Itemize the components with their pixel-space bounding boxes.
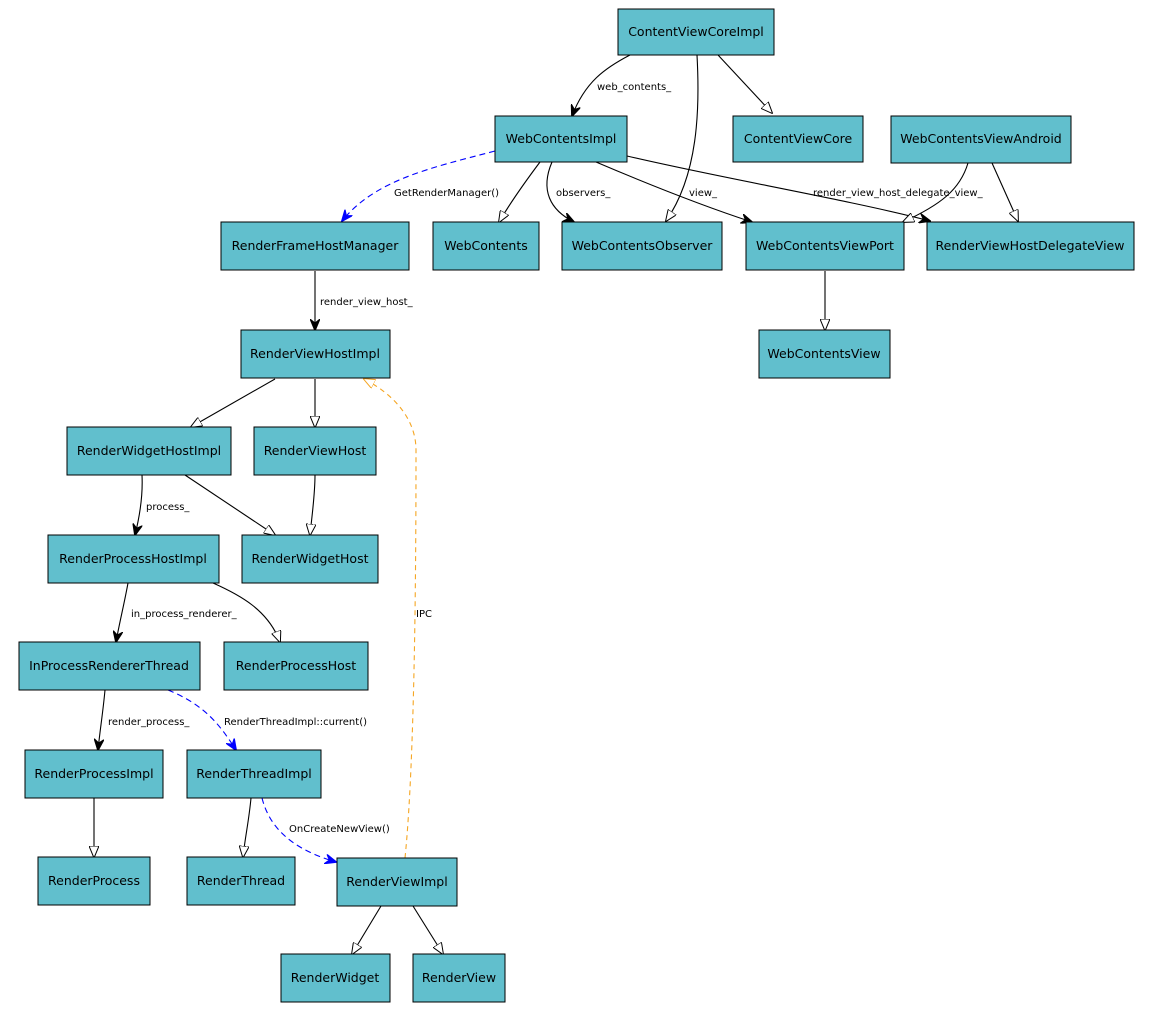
node-render-view: RenderView (412, 953, 506, 1003)
node-web-contents-observer: WebContentsObserver (561, 221, 723, 271)
svg-text:ContentViewCore: ContentViewCore (744, 131, 853, 146)
node-web-contents: WebContents (432, 221, 540, 271)
edge-rvh-rwh (310, 474, 315, 535)
edge-view (595, 161, 752, 222)
edge-label-process: process_ (146, 502, 190, 513)
svg-text:RenderViewHostDelegateView: RenderViewHostDelegateView (936, 238, 1125, 253)
edge-render-thread-current (167, 689, 236, 750)
edge-in-process-renderer (116, 582, 129, 642)
svg-text:RenderFrameHostManager: RenderFrameHostManager (232, 238, 400, 253)
node-render-frame-host-manager: RenderFrameHostManager (220, 221, 410, 271)
edge-rvh-delegate-view (626, 155, 930, 221)
edge-label-view: view_ (689, 188, 718, 199)
node-in-process-renderer-thread: InProcessRendererThread (18, 641, 201, 691)
edge-process (135, 474, 143, 535)
node-render-widget: RenderWidget (280, 953, 391, 1003)
edge-cvci-contentviewcore (717, 54, 772, 113)
node-content-view-core-impl: ContentViewCoreImpl (617, 8, 775, 56)
svg-text:RenderThreadImpl: RenderThreadImpl (196, 766, 311, 781)
edge-label-ipc: IPC (416, 609, 432, 620)
edge-wcva-delegate-view (991, 162, 1018, 221)
node-web-contents-view: WebContentsView (758, 329, 891, 379)
edge-label-in-process-renderer: in_process_renderer_ (131, 609, 238, 620)
svg-text:RenderProcessHostImpl: RenderProcessHostImpl (59, 551, 207, 566)
svg-text:RenderViewImpl: RenderViewImpl (346, 874, 447, 889)
node-render-process: RenderProcess (37, 856, 151, 906)
node-web-contents-view-android: WebContentsViewAndroid (890, 115, 1072, 164)
node-render-view-host-impl: RenderViewHostImpl (240, 329, 391, 379)
node-render-view-host: RenderViewHost (253, 426, 377, 476)
svg-text:RenderThread: RenderThread (197, 873, 285, 888)
edge-label-render-thread-current: RenderThreadImpl::current() (224, 717, 367, 728)
node-render-process-impl: RenderProcessImpl (24, 749, 164, 799)
node-web-contents-view-port: WebContentsViewPort (745, 221, 905, 271)
edge-rvi-rv (412, 905, 443, 954)
node-render-process-host: RenderProcessHost (223, 641, 369, 691)
edge-label-render-view-host: render_view_host_ (320, 297, 414, 308)
svg-text:WebContentsViewAndroid: WebContentsViewAndroid (900, 131, 1061, 146)
edge-rwhi-rwh (184, 474, 275, 535)
node-render-thread-impl: RenderThreadImpl (186, 749, 322, 799)
edge-label-on-create-new-view: OnCreateNewView() (289, 824, 390, 835)
edge-wcva-viewport (903, 162, 969, 222)
edge-web-contents (572, 54, 631, 116)
svg-text:InProcessRendererThread: InProcessRendererThread (29, 658, 189, 673)
edge-rphi-rph (212, 582, 280, 642)
edge-label-get-render-manager: GetRenderManager() (394, 188, 499, 199)
svg-text:RenderView: RenderView (422, 970, 496, 985)
svg-text:RenderProcess: RenderProcess (48, 873, 140, 888)
edge-on-create-new-view (261, 797, 336, 862)
edge-ipc (364, 379, 417, 859)
edge-wci-webcontents (499, 161, 541, 222)
node-render-process-host-impl: RenderProcessHostImpl (47, 534, 220, 584)
node-render-widget-host-impl: RenderWidgetHostImpl (66, 426, 232, 476)
svg-text:WebContentsImpl: WebContentsImpl (506, 131, 617, 146)
svg-text:RenderWidgetHostImpl: RenderWidgetHostImpl (77, 443, 221, 458)
svg-text:RenderWidget: RenderWidget (291, 970, 380, 985)
edge-rvhi-rwhi (191, 378, 276, 427)
node-render-widget-host: RenderWidgetHost (241, 534, 379, 584)
svg-text:RenderViewHost: RenderViewHost (264, 443, 367, 458)
edge-label-observers: observers_ (556, 188, 611, 199)
edge-get-render-manager (342, 150, 496, 221)
node-render-view-impl: RenderViewImpl (336, 857, 458, 907)
edge-label-web-contents: web_contents_ (597, 82, 672, 93)
edge-cvci-observer (666, 54, 699, 221)
svg-text:ContentViewCoreImpl: ContentViewCoreImpl (628, 24, 764, 39)
edge-rti-rt (243, 797, 252, 857)
svg-text:RenderProcessImpl: RenderProcessImpl (34, 766, 153, 781)
svg-text:WebContentsView: WebContentsView (767, 346, 880, 361)
node-content-view-core: ContentViewCore (732, 115, 864, 163)
svg-text:RenderProcessHost: RenderProcessHost (236, 658, 356, 673)
node-render-thread: RenderThread (186, 856, 296, 906)
svg-text:WebContents: WebContents (444, 238, 527, 253)
node-web-contents-impl: WebContentsImpl (494, 115, 628, 163)
edge-observers (546, 161, 574, 222)
svg-text:WebContentsObserver: WebContentsObserver (572, 238, 714, 253)
svg-text:RenderWidgetHost: RenderWidgetHost (252, 551, 369, 566)
svg-text:WebContentsViewPort: WebContentsViewPort (756, 238, 894, 253)
edge-render-process (98, 689, 106, 750)
edge-label-render-process: render_process_ (108, 717, 190, 728)
svg-text:RenderViewHostImpl: RenderViewHostImpl (250, 346, 380, 361)
edge-label-rvh-delegate-view: render_view_host_delegate_view_ (813, 188, 984, 199)
edge-rvi-rw (352, 905, 382, 954)
node-render-view-host-delegate-view: RenderViewHostDelegateView (926, 221, 1135, 271)
